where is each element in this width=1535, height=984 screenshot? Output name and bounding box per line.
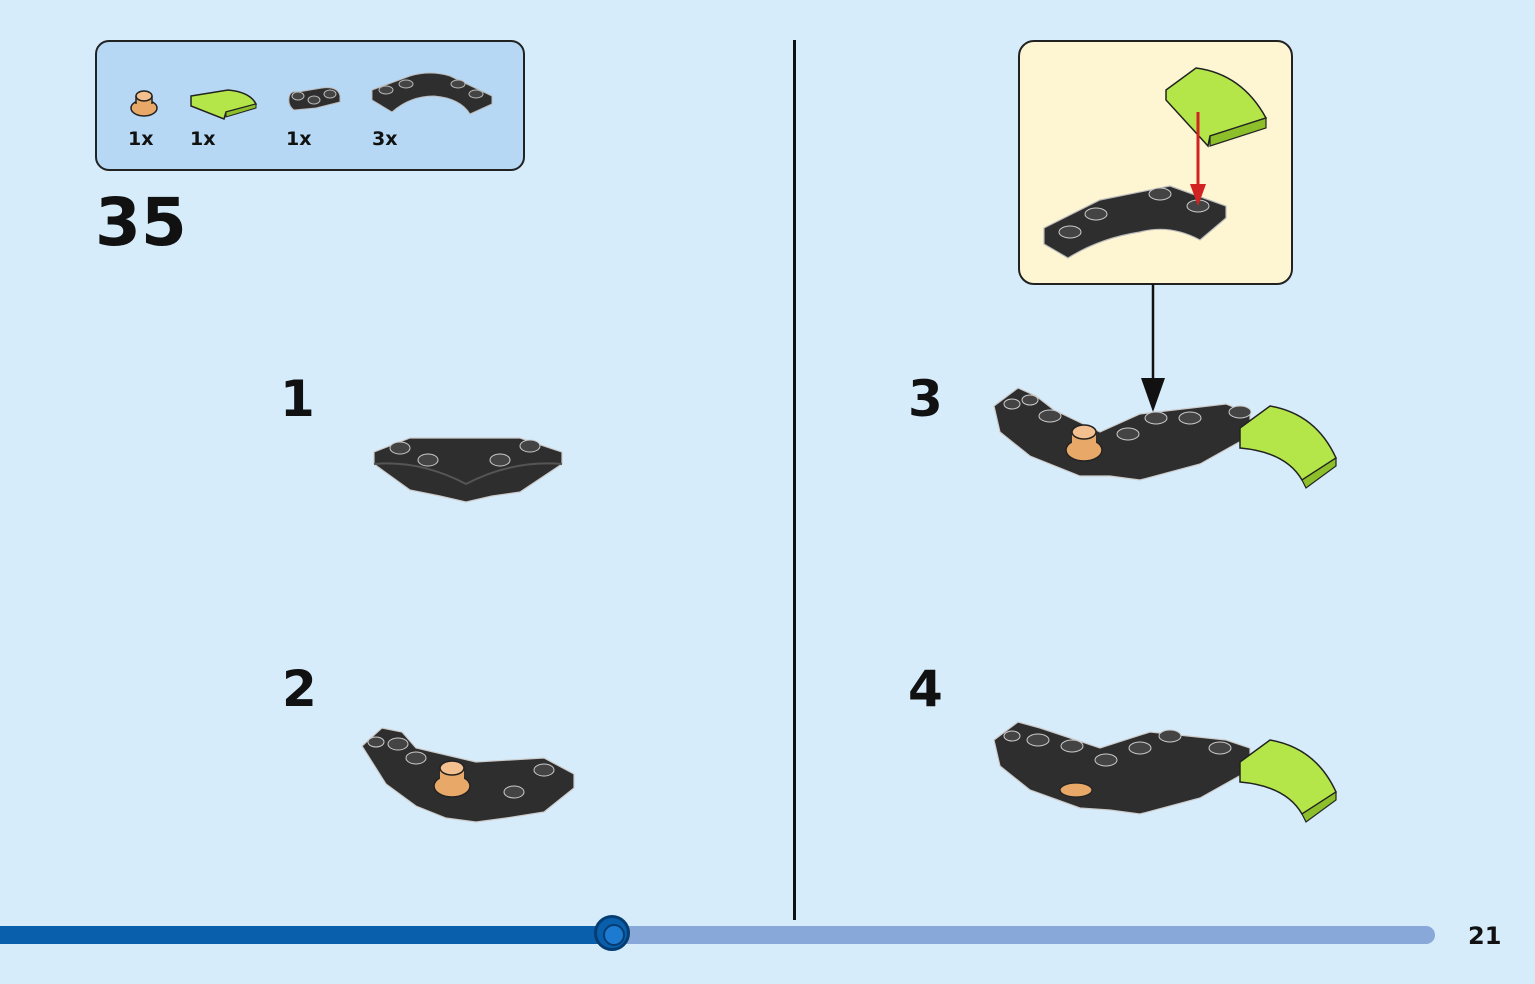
progress-fill [0, 926, 612, 944]
part-qty-2: 1x [190, 128, 216, 150]
sub-step-1-model [373, 437, 563, 503]
part-qty-1: 1x [128, 128, 154, 150]
sub-step-2: 2 [282, 660, 317, 718]
page-number: 21 [1468, 922, 1502, 950]
callout-curved-plate [1043, 185, 1227, 259]
page-divider [793, 40, 796, 920]
part-round-plate-icon [130, 90, 158, 117]
sub-step-3: 3 [908, 370, 943, 428]
sub-step-3-model [993, 387, 1337, 489]
sub-step-4-model [993, 721, 1337, 823]
callout-lime-slope [1165, 67, 1268, 148]
sub-step-4: 4 [908, 660, 943, 718]
step-number: 35 [95, 184, 187, 261]
part-qty-4: 3x [372, 128, 398, 150]
callout-red-arrow [1190, 112, 1206, 206]
callout-pointer-arrow [1141, 284, 1165, 412]
sub-step-1: 1 [280, 370, 315, 428]
part-curved-plate-icon [371, 72, 493, 115]
sub-step-2-model [361, 727, 575, 823]
part-qty-3: 1x [286, 128, 312, 150]
part-clip-plate-icon [288, 87, 341, 111]
part-curved-slope-icon [190, 89, 258, 121]
progress-knob [594, 915, 630, 951]
